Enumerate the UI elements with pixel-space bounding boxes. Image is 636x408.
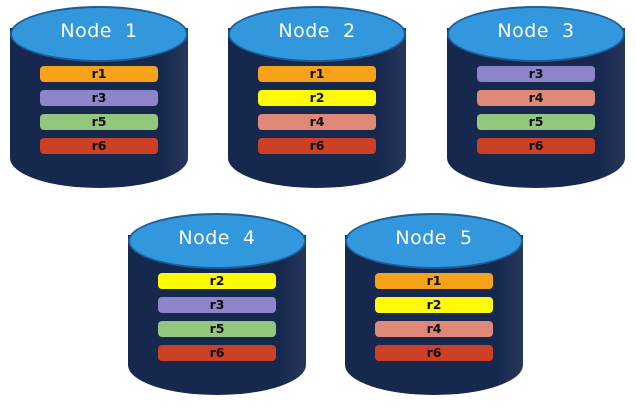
replica-bar-r3[interactable]: r3 — [40, 90, 158, 106]
database-node-2[interactable]: Node 2 r1 r2 r4 r6 — [228, 6, 406, 188]
node-label: Node 4 — [178, 227, 256, 249]
database-node-3[interactable]: Node 3 r3 r4 r5 r6 — [447, 6, 625, 188]
node-label: Node 2 — [278, 20, 356, 42]
replica-bar-r6[interactable]: r6 — [375, 345, 493, 361]
replica-bar-r5[interactable]: r5 — [477, 114, 595, 130]
replica-list: r3 r4 r5 r6 — [477, 66, 595, 154]
replica-bar-r1[interactable]: r1 — [258, 66, 376, 82]
node-label: Node 3 — [497, 20, 575, 42]
cylinder-top-ellipse — [447, 6, 625, 62]
replica-bar-r2[interactable]: r2 — [375, 297, 493, 313]
cylinder-top-ellipse — [128, 213, 306, 269]
database-node-4[interactable]: Node 4 r2 r3 r5 r6 — [128, 213, 306, 395]
replica-bar-r3[interactable]: r3 — [158, 297, 276, 313]
database-node-5[interactable]: Node 5 r1 r2 r4 r6 — [345, 213, 523, 395]
node-label: Node 5 — [395, 227, 473, 249]
cylinder-top-ellipse — [345, 213, 523, 269]
replica-bar-r5[interactable]: r5 — [158, 321, 276, 337]
cylinder-top-ellipse — [10, 6, 188, 62]
replica-list: r2 r3 r5 r6 — [158, 273, 276, 361]
replica-bar-r6[interactable]: r6 — [477, 138, 595, 154]
replica-bar-r2[interactable]: r2 — [158, 273, 276, 289]
replica-bar-r4[interactable]: r4 — [258, 114, 376, 130]
replica-list: r1 r3 r5 r6 — [40, 66, 158, 154]
replica-bar-r1[interactable]: r1 — [40, 66, 158, 82]
replica-bar-r4[interactable]: r4 — [477, 90, 595, 106]
replica-bar-r6[interactable]: r6 — [158, 345, 276, 361]
node-label: Node 1 — [60, 20, 138, 42]
replica-list: r1 r2 r4 r6 — [375, 273, 493, 361]
replica-bar-r4[interactable]: r4 — [375, 321, 493, 337]
replica-list: r1 r2 r4 r6 — [258, 66, 376, 154]
replica-bar-r6[interactable]: r6 — [40, 138, 158, 154]
replica-bar-r6[interactable]: r6 — [258, 138, 376, 154]
database-node-1[interactable]: Node 1 r1 r3 r5 r6 — [10, 6, 188, 188]
replica-bar-r2[interactable]: r2 — [258, 90, 376, 106]
cylinder-top-ellipse — [228, 6, 406, 62]
replica-bar-r5[interactable]: r5 — [40, 114, 158, 130]
replica-bar-r3[interactable]: r3 — [477, 66, 595, 82]
replica-bar-r1[interactable]: r1 — [375, 273, 493, 289]
